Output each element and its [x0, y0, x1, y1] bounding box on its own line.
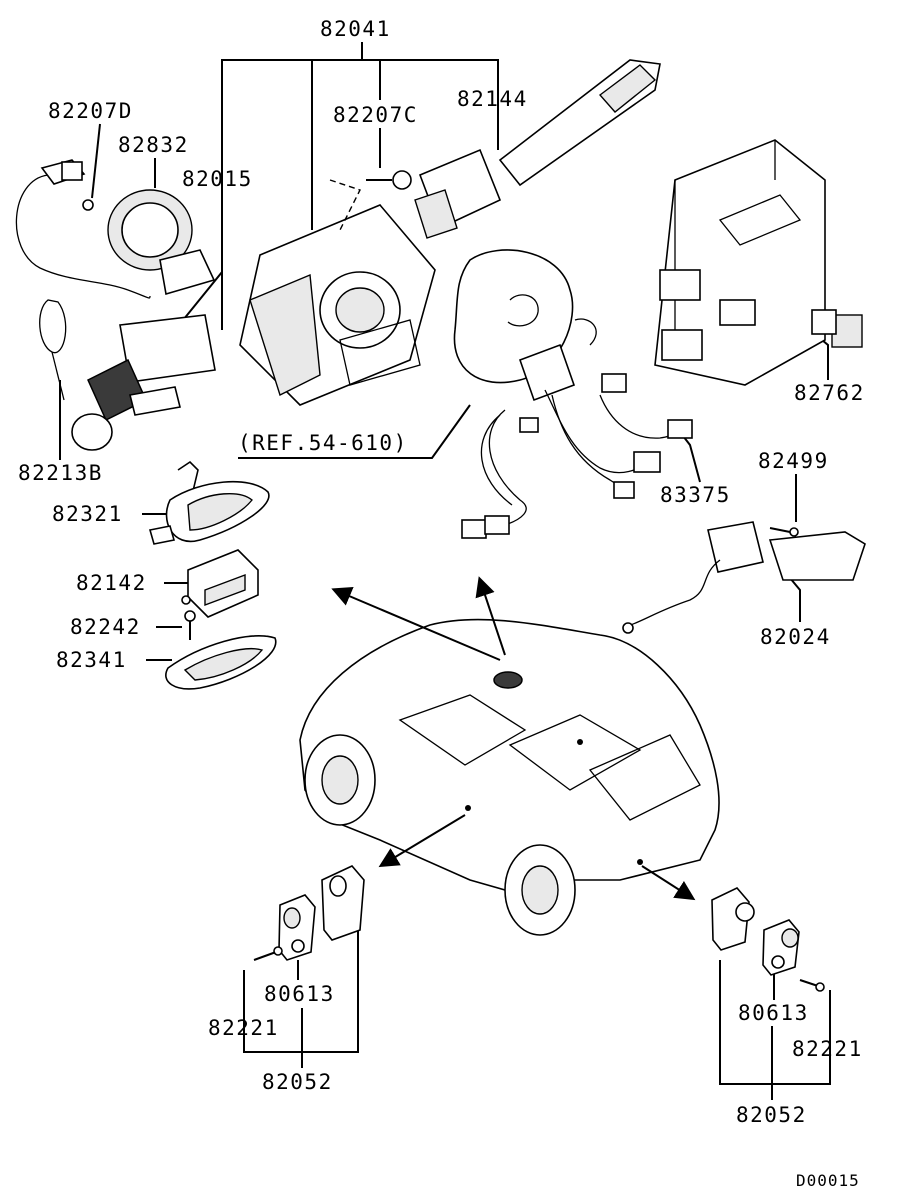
label-82221-left: 82221 — [208, 1016, 279, 1040]
label-82142: 82142 — [76, 571, 147, 595]
label-82762: 82762 — [794, 381, 865, 405]
diagram-id: D00015 — [796, 1171, 860, 1187]
column-switch-82041 — [239, 179, 436, 406]
switch-82015 — [71, 314, 216, 451]
label-82242: 82242 — [70, 615, 141, 639]
label-80613-left: 80613 — [264, 982, 335, 1006]
label-82041: 82041 — [320, 17, 391, 41]
vehicle-outline — [299, 618, 720, 936]
clock-spring-82832 — [107, 189, 216, 296]
screw-82207c — [366, 170, 412, 190]
label-82024: 82024 — [760, 625, 831, 649]
label-82144: 82144 — [457, 87, 528, 111]
lamp-82321 — [148, 460, 270, 545]
junction-box-82762 — [654, 139, 863, 386]
screw-82242 — [184, 610, 196, 640]
harness-clock-spring — [461, 409, 539, 539]
label-82213b: 82213B — [18, 461, 103, 485]
label-82321: 82321 — [52, 502, 123, 526]
clock-spring-ref — [453, 249, 597, 402]
label-ref-54-610: (REF.54-610) — [238, 431, 408, 455]
label-82341: 82341 — [56, 648, 127, 672]
lever-82144 — [414, 59, 661, 239]
label-80613-right: 80613 — [738, 1001, 809, 1025]
lens-82341 — [165, 635, 277, 690]
label-82832: 82832 — [118, 133, 189, 157]
label-82015: 82015 — [182, 167, 253, 191]
door-switch-right — [711, 887, 825, 992]
lamp-82142 — [181, 549, 259, 618]
pointer-arrows — [331, 576, 696, 901]
harness-82207d — [15, 159, 151, 299]
label-83375: 83375 — [660, 483, 731, 507]
label-82221-right: 82221 — [792, 1037, 863, 1061]
label-82207d: 82207D — [48, 99, 133, 123]
cable-tie-82213b — [39, 299, 67, 401]
label-82052-right: 82052 — [736, 1103, 807, 1127]
label-82052-left: 82052 — [262, 1070, 333, 1094]
door-switch-left — [253, 865, 365, 961]
label-82499: 82499 — [758, 449, 829, 473]
harness-83375 — [544, 373, 693, 499]
label-82207c: 82207C — [333, 103, 418, 127]
lamp-82024 — [622, 521, 866, 634]
